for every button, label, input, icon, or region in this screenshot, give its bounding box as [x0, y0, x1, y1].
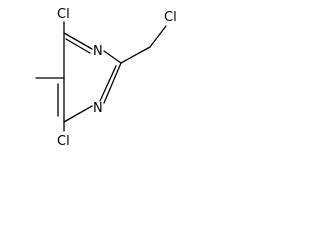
- structure-diagram: Cl N N Cl Cl: [35, 7, 177, 149]
- atom-cl-side: Cl: [164, 10, 177, 25]
- bond-ch2-cl: [149, 25, 167, 48]
- bond-c2-ch2: [120, 46, 151, 64]
- bond-c2-n1-inner: [99, 65, 117, 102]
- atom-cl-top: Cl: [57, 7, 70, 22]
- atom-n-lower: N: [93, 101, 103, 116]
- atom-cl-bottom: Cl: [57, 134, 70, 149]
- bond-n3-c2: [103, 50, 122, 64]
- bond-n1-c6: [63, 105, 93, 123]
- atom-n-upper: N: [93, 44, 103, 59]
- bond-c2-n1: [103, 62, 122, 104]
- bond-c4-n3: [63, 32, 93, 50]
- bond-c4-n3-inner: [65, 38, 91, 54]
